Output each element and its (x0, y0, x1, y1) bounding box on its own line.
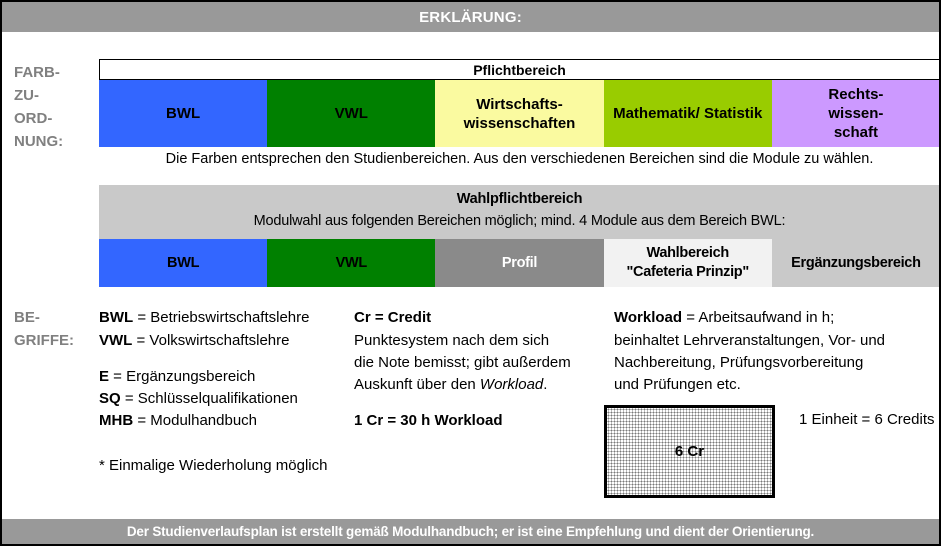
term-row-e: E = Ergänzungsbereich (99, 368, 255, 385)
workload-desc-line3: Nachbereitung, Prüfungsvorbereitung (614, 354, 864, 371)
farbzuordnung-note: Die Farben entsprechen den Studienbereic… (165, 151, 874, 167)
color-block-vwl: VWL (267, 80, 436, 147)
farbzuordnung-section-label: FARB- ZU- ORD- NUNG: (14, 64, 64, 150)
pflichtbereich-color-row: BWL VWL Wirtschafts- wissenschaften Math… (99, 80, 939, 147)
term-abbr: VWL (99, 332, 133, 349)
credit-desc-line2: die Note bemisst; gibt außerdem (354, 354, 571, 371)
term-row-vwl: VWL = Volkswirtschaftslehre (99, 332, 289, 349)
term-abbr: SQ (99, 390, 121, 407)
color-block-wirtschaftswissenschaften: Wirtschafts- wissenschaften (435, 80, 604, 147)
term-row-mhb: MHB = Modulhandbuch (99, 412, 257, 429)
workload-desc-line4: und Prüfungen etc. (614, 376, 741, 393)
term-abbr: E (99, 368, 110, 385)
credit-desc-line1: Punktesystem nach dem sich (354, 332, 550, 349)
workload-definition: = Arbeitsaufwand in h; (682, 309, 835, 326)
term-row-sq: SQ = Schlüsselqualifikationen (99, 390, 298, 407)
credit-rule: 1 Cr = 30 h Workload (354, 412, 503, 429)
term-definition: = Volkswirtschaftslehre (132, 332, 290, 349)
workload-italic: Workload (479, 376, 544, 393)
credit-title: Cr = Credit (354, 309, 432, 326)
footer-text: Der Studienverlaufsplan ist erstellt gem… (126, 524, 815, 539)
color-block-rechtswissenschaft: Rechts- wissen- schaft (771, 80, 939, 147)
repeat-footnote: * Einmalige Wiederholung möglich (99, 457, 328, 474)
credit-desc-line3-suffix: . (543, 376, 548, 393)
color-block-wahlbereich-cafeteria: Wahlbereich "Cafeteria Prinzip" (603, 239, 772, 287)
credit-unit-box: 6 Cr (604, 405, 775, 498)
workload-term-row: Workload = Arbeitsaufwand in h; (614, 309, 834, 326)
credit-desc-line3-prefix: Auskunft über den (354, 376, 480, 393)
footer-bar: Der Studienverlaufsplan ist erstellt gem… (2, 519, 939, 544)
color-block-bwl-wahlpflicht: BWL (99, 239, 268, 287)
color-block-bwl: BWL (99, 80, 268, 147)
header-bar: ERKLÄRUNG: (2, 2, 939, 32)
unit-equivalence-note: 1 Einheit = 6 Credits (799, 411, 935, 428)
page-title: ERKLÄRUNG: (419, 8, 522, 26)
term-definition: = Modulhandbuch (133, 412, 258, 429)
term-definition: = Betriebswirtschaftslehre (133, 309, 310, 326)
wahlpflichtbereich-subtitle: Modulwahl aus folgenden Bereichen möglic… (253, 213, 786, 229)
term-definition: = Ergänzungsbereich (109, 368, 256, 385)
wahlpflichtbereich-color-row: BWL VWL Profil Wahlbereich "Cafeteria Pr… (99, 239, 939, 287)
color-block-ergaenzungsbereich: Ergänzungsbereich (771, 239, 939, 287)
term-abbr: BWL (99, 309, 134, 326)
term-row-bwl: BWL = Betriebswirtschaftslehre (99, 309, 309, 326)
color-block-profil: Profil (435, 239, 604, 287)
workload-abbr: Workload (614, 309, 683, 326)
wahlpflichtbereich-title: Wahlpflichtbereich (456, 191, 583, 207)
color-block-vwl-wahlpflicht: VWL (267, 239, 436, 287)
color-block-mathematik-statistik: Mathematik/ Statistik (603, 80, 772, 147)
workload-desc-line2: beinhaltet Lehrveranstaltungen, Vor- und (614, 332, 886, 349)
wahlpflichtbereich-panel: Wahlpflichtbereich Modulwahl aus folgend… (99, 185, 939, 239)
term-abbr: MHB (99, 412, 134, 429)
begriffe-section-label: BE- GRIFFE: (14, 309, 74, 349)
credit-desc-line3: Auskunft über den Workload. (354, 376, 547, 393)
term-definition: = Schlüsselqualifikationen (120, 390, 298, 407)
pflichtbereich-header: Pflichtbereich (99, 59, 939, 80)
credit-unit-box-label: 6 Cr (674, 443, 705, 460)
